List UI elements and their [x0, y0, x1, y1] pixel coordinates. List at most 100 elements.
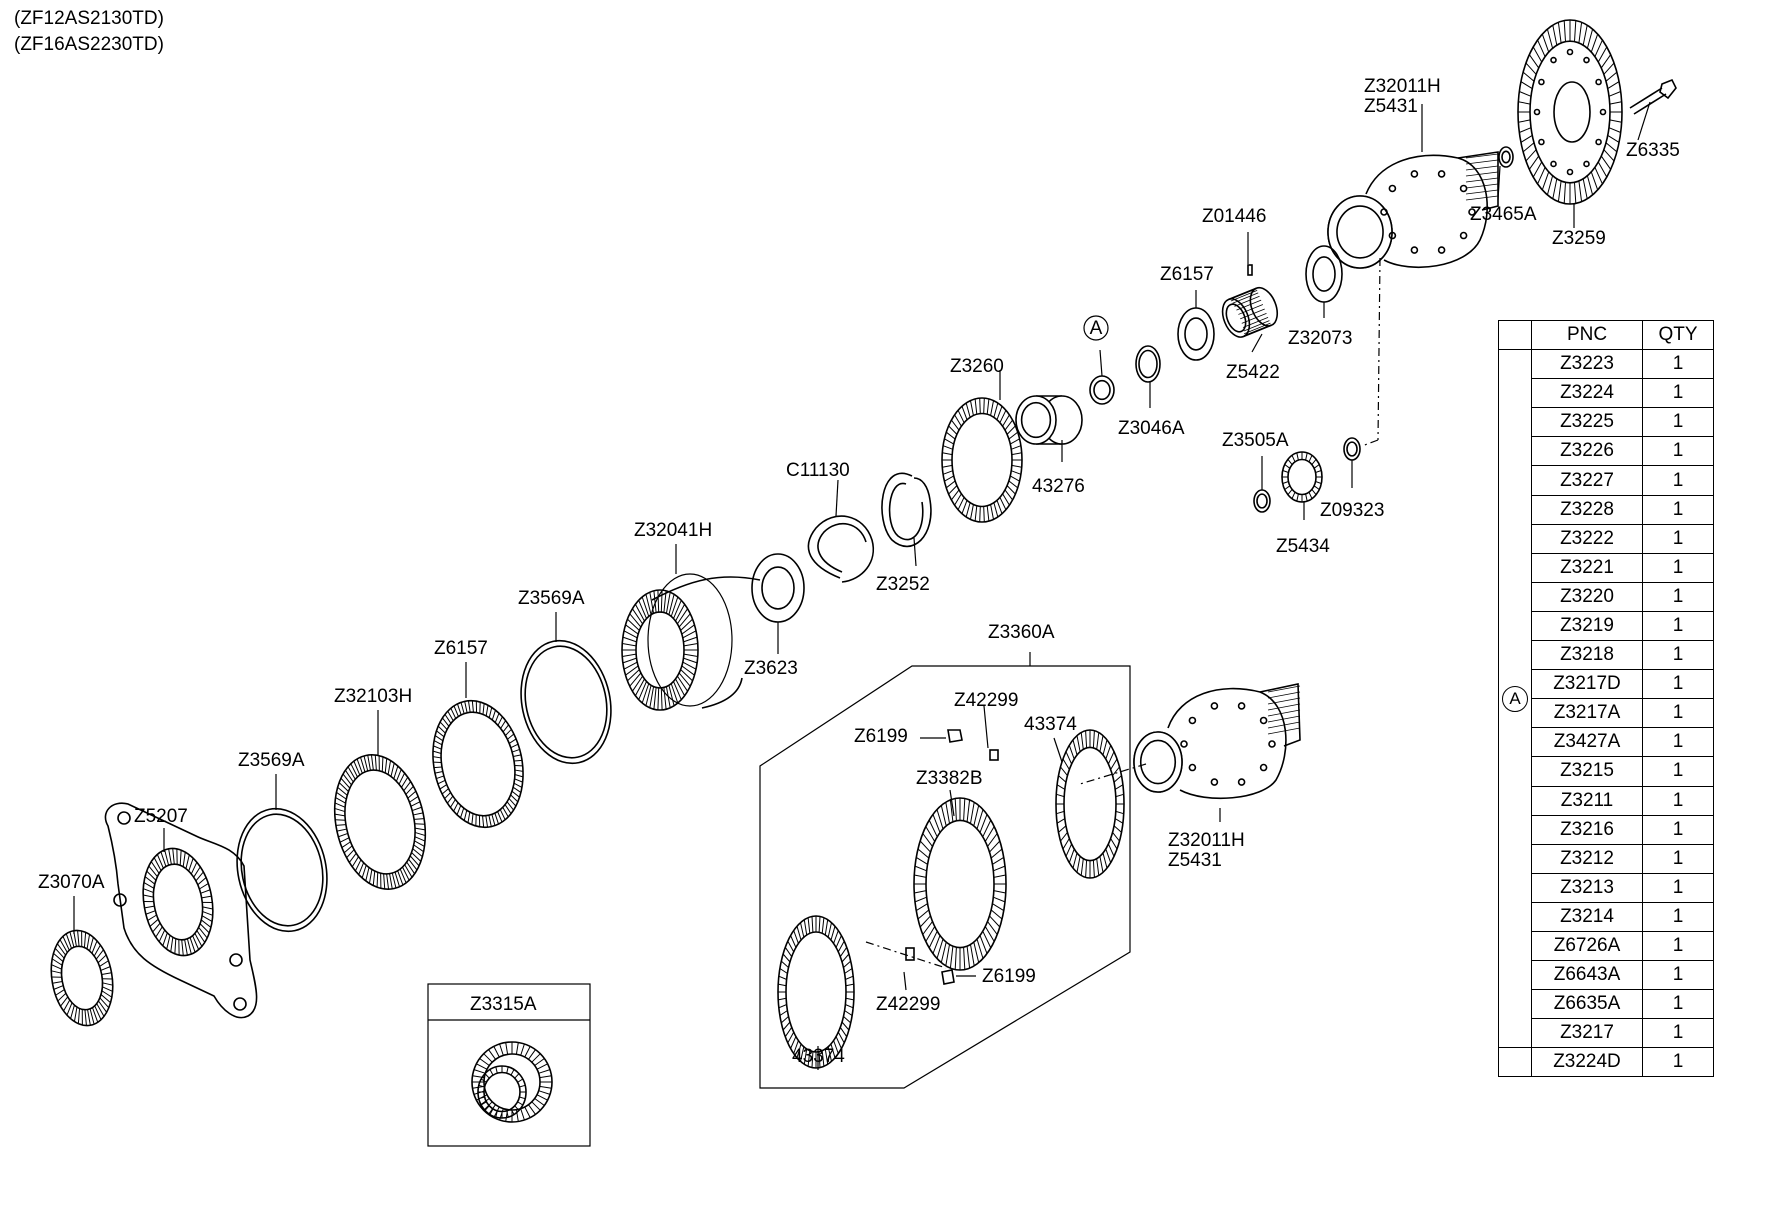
table-cell-pnc: Z3212: [1531, 843, 1643, 874]
table-cell-qty: 1: [1642, 378, 1714, 409]
housing-z32011h-mid-spline: [1267, 697, 1301, 705]
gear-z3259-bolt-hole: [1550, 56, 1557, 64]
ring-z3569a-low: [236, 807, 328, 933]
drum-z32041h-ring: [621, 589, 699, 711]
part-label-z3252: Z3252: [876, 574, 930, 595]
table-cell-qty: 1: [1642, 465, 1714, 496]
leader-c11130: [835, 479, 839, 517]
table-cell-qty: 1: [1642, 785, 1714, 816]
housing-z32011h-mid-spline: [1267, 691, 1301, 699]
housing-z32011h-mid-spline: [1267, 715, 1301, 723]
part-label-z3259: Z3259: [1552, 228, 1606, 249]
housing-z32011h-mid-body: [1167, 687, 1287, 800]
model-code-2: (ZF16AS2230TD): [14, 34, 164, 55]
part-label-z3315a: Z3315A: [470, 994, 537, 1015]
table-header-pnc: PNC: [1531, 319, 1643, 351]
part-label-z5434: Z5434: [1276, 536, 1330, 557]
table-cell-qty: 1: [1642, 349, 1714, 380]
part-label-z32041h: Z32041H: [634, 520, 712, 541]
part-label-z3070a: Z3070A: [38, 872, 105, 893]
gear-z3260: [941, 397, 1023, 523]
part-label-c11130: C11130: [786, 460, 850, 481]
table-header-group: [1498, 319, 1532, 351]
synchro-hub-43374-bot: [777, 915, 855, 1069]
table-cell-qty: 1: [1642, 581, 1714, 612]
housing-z32011h-mid-hole: [1237, 702, 1246, 710]
ref-label-a: A: [1090, 318, 1103, 339]
housing-z32011h-top-spline: [1465, 165, 1499, 171]
gear-z3259-bolt-hole: [1550, 160, 1557, 168]
gear-z3259-bolt-hole: [1538, 138, 1545, 146]
housing-z32011h-mid-hole: [1210, 702, 1219, 710]
table-cell-qty: 1: [1642, 1018, 1714, 1049]
table-cell-pnc: Z3218: [1531, 640, 1643, 671]
part-label-z32073: Z32073: [1288, 328, 1352, 349]
table-cell-qty: 1: [1642, 872, 1714, 903]
gear-z3259-bolt-hole: [1599, 108, 1607, 116]
synchro-hub-43374-top: [1055, 729, 1125, 879]
gear-z3259-bolt-hole: [1566, 168, 1574, 176]
table-cell-qty: 1: [1642, 930, 1714, 962]
centerline-mid: [1079, 763, 1147, 785]
table-cell-pnc: Z3224: [1531, 378, 1643, 409]
part-label-z5422: Z5422: [1226, 362, 1280, 383]
part-label-z6199_bot: Z6199: [982, 966, 1036, 987]
plate-z5207-hole: [233, 997, 247, 1011]
leader-z42299-bot: [903, 971, 907, 991]
table-cell-pnc: Z3223: [1531, 349, 1643, 380]
detent-z6199-top: [947, 729, 963, 743]
housing-z32011h-mid-hole: [1180, 740, 1188, 748]
table-group-label: A: [1502, 685, 1528, 712]
table-cell-pnc: Z3213: [1531, 872, 1643, 903]
housing-z32011h-top-collar: [1327, 195, 1393, 269]
housing-z32011h-top-spline: [1465, 171, 1499, 177]
table-header-qty: QTY: [1642, 319, 1714, 351]
leader-z3382b: [949, 789, 955, 817]
synchro-ring-z6157-mid: [432, 699, 524, 829]
gear-z3259-bolt-hole: [1595, 78, 1602, 86]
table-cell-pnc: Z3211: [1531, 785, 1643, 816]
part-label-z3046a: Z3046A: [1118, 418, 1185, 439]
housing-z32011h-top-hole: [1388, 184, 1397, 193]
housing-z32011h-top-spline: [1465, 189, 1499, 195]
table-cell-qty: 1: [1642, 669, 1714, 700]
housing-z32011h-top-hole: [1459, 184, 1468, 193]
part-label-43374_top: 43374: [1024, 714, 1077, 735]
table-cell-qty: 1: [1642, 494, 1714, 525]
ring-z3569a-mid: [520, 639, 612, 765]
housing-z32011h-mid-shaft: [1259, 683, 1301, 747]
table-cell-qty: 1: [1642, 698, 1714, 729]
table-cell-pnc: Z6643A: [1531, 960, 1643, 991]
housing-z32011h-mid-spline: [1267, 685, 1301, 693]
table-cell-qty: 1: [1642, 436, 1714, 467]
table-cell-qty: 1: [1642, 407, 1714, 438]
table-cell-qty: 1: [1642, 989, 1714, 1020]
leader-z3252: [913, 537, 917, 567]
gear-z3259-hub: [1553, 81, 1591, 143]
part-label-z3260: Z3260: [950, 356, 1004, 377]
bolt-z6335-shank: [1629, 87, 1667, 115]
table-cell-pnc: Z3221: [1531, 552, 1643, 583]
table-cell-qty: 1: [1642, 727, 1714, 758]
housing-z32011h-top-hole: [1388, 231, 1397, 240]
gear-z3259-bolt-hole: [1583, 160, 1590, 168]
spring-z42299-bot: [905, 947, 915, 961]
part-label-43276: 43276: [1032, 476, 1085, 497]
housing-z32011h-mid-hole: [1188, 763, 1197, 772]
table-cell-pnc: Z3217D: [1531, 669, 1643, 700]
table-cell-pnc: Z3222: [1531, 523, 1643, 554]
part-label-z3360a: Z3360A: [988, 622, 1055, 643]
